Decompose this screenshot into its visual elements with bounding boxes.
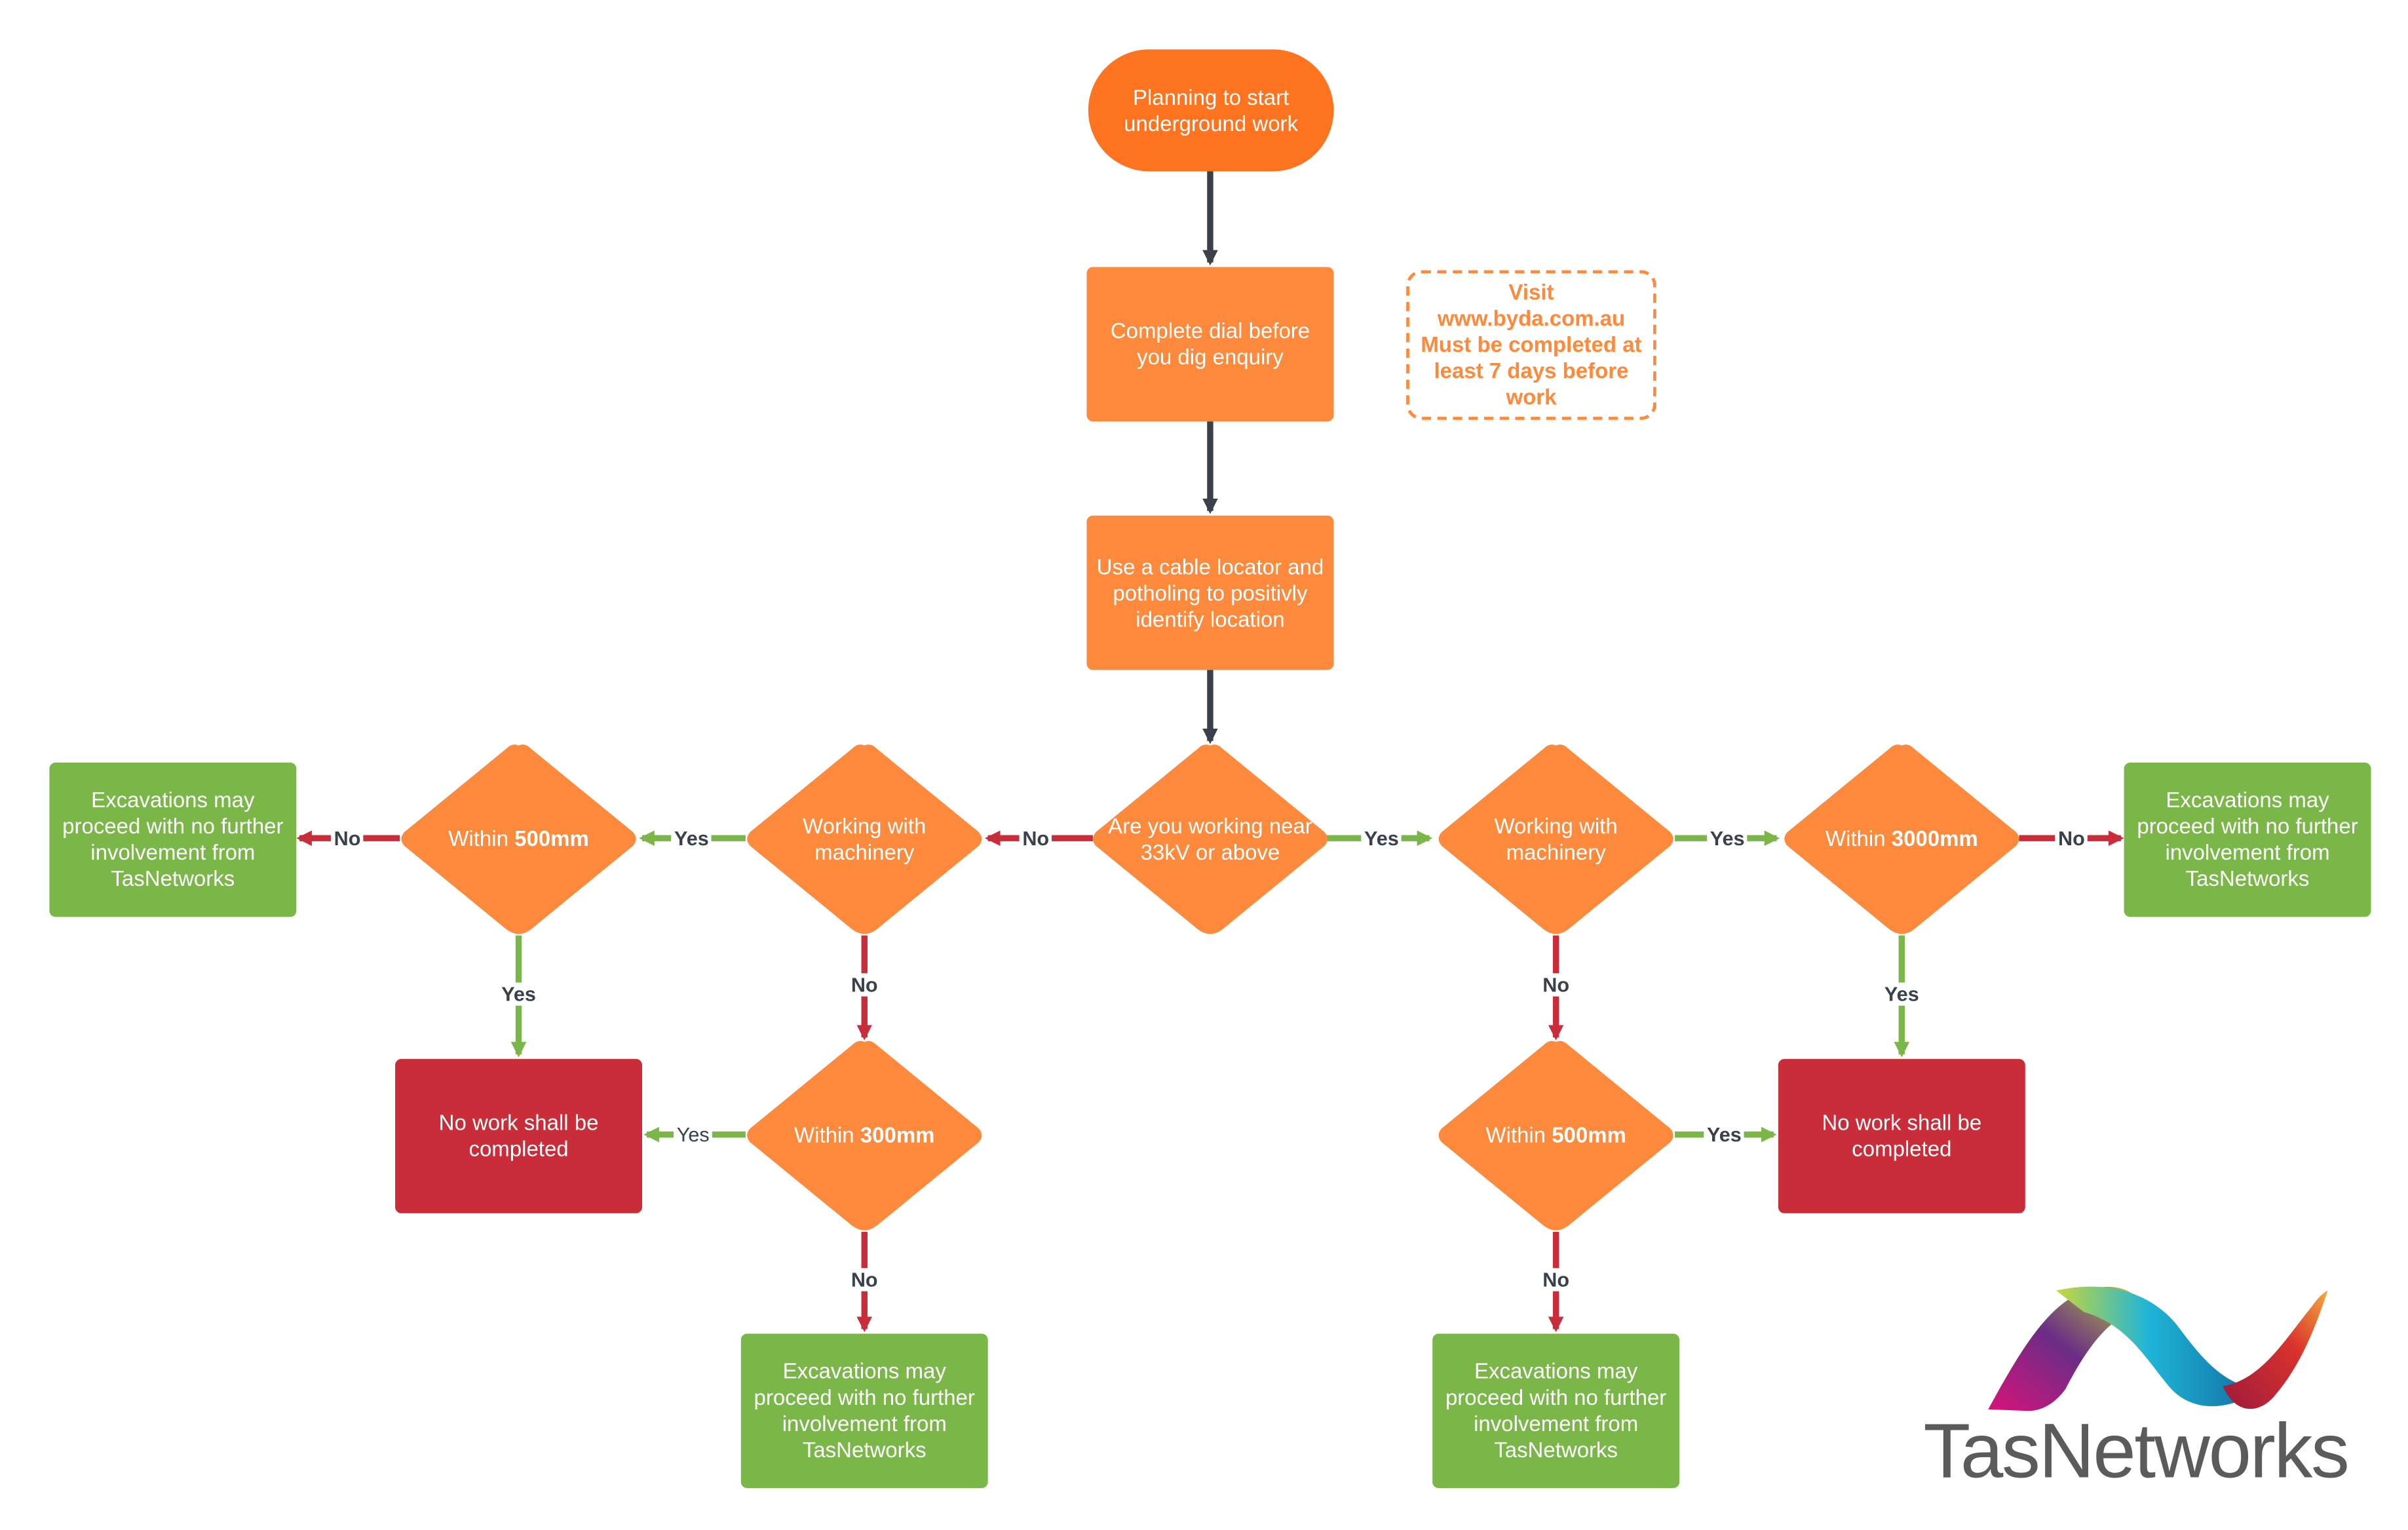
- outcome-no-work-left-text: No work shall be completed: [438, 1109, 599, 1161]
- decision-left-machinery: Working with machinery: [744, 742, 985, 935]
- right-within-3000-value: 3000mm: [1891, 826, 1978, 851]
- dbyd-step-text: Complete dial before you dig enquiry: [1110, 318, 1310, 370]
- label-33kv-yes: Yes: [1361, 826, 1402, 850]
- label-left-machinery-no: No: [848, 973, 881, 997]
- note-line-3: Must be completed at least 7 days before…: [1421, 332, 1642, 410]
- decision-33kv-text: Are you working near 33kV or above: [1108, 813, 1312, 864]
- outcome-excavate-right-bottom: Excavations may proceed with no further …: [1432, 1333, 1680, 1488]
- locate-step: Use a cable locator and potholing to pos…: [1086, 515, 1334, 670]
- left-within-300-value: 300mm: [860, 1122, 935, 1147]
- left-within-500-text: Within 500mm: [448, 826, 589, 852]
- left-within-300-prefix: Within: [793, 1122, 860, 1147]
- label-right-machinery-no: No: [1539, 973, 1573, 997]
- outcome-excavate-far-right: Excavations may proceed with no further …: [2124, 762, 2371, 917]
- left-machinery-text: Working with machinery: [803, 813, 927, 864]
- outcome-excavate-far-left-text: Excavations may proceed with no further …: [62, 787, 284, 891]
- start-terminal: Planning to start underground work: [1088, 49, 1334, 172]
- decision-right-within-3000: Within 3000mm: [1782, 742, 2023, 935]
- outcome-excavate-left-bottom-text: Excavations may proceed with no further …: [754, 1358, 975, 1462]
- left-within-500-value: 500mm: [514, 826, 589, 851]
- label-right-3000-no: No: [2055, 826, 2088, 850]
- label-right-500-no: No: [1539, 1268, 1573, 1291]
- label-right-machinery-yes: Yes: [1707, 826, 1748, 850]
- decision-33kv: Are you working near 33kV or above: [1090, 742, 1331, 935]
- tasnetworks-logo-mark: [1988, 1286, 2328, 1411]
- decision-left-within-300: Within 300mm: [744, 1039, 985, 1231]
- label-left-500-no: No: [330, 826, 364, 850]
- decision-left-within-500: Within 500mm: [398, 742, 640, 935]
- outcome-excavate-right-bottom-text: Excavations may proceed with no further …: [1445, 1358, 1667, 1462]
- note-line-2: www.byda.com.au: [1437, 305, 1626, 331]
- label-left-machinery-yes: Yes: [671, 826, 712, 850]
- label-left-300-yes: Yes: [674, 1122, 713, 1147]
- right-within-500-value: 500mm: [1552, 1122, 1626, 1147]
- right-within-3000-prefix: Within: [1825, 826, 1892, 851]
- dbyd-step: Complete dial before you dig enquiry: [1086, 267, 1334, 422]
- label-right-500-yes: Yes: [1704, 1122, 1745, 1147]
- left-within-300-text: Within 300mm: [794, 1122, 935, 1149]
- right-within-500-text: Within 500mm: [1485, 1122, 1626, 1149]
- outcome-excavate-far-right-text: Excavations may proceed with no further …: [2137, 787, 2358, 891]
- label-33kv-no: No: [1019, 826, 1052, 850]
- right-within-3000-text: Within 3000mm: [1825, 826, 1978, 852]
- decision-right-machinery: Working with machinery: [1436, 742, 1677, 935]
- byda-note: Visit www.byda.com.au Must be completed …: [1406, 270, 1656, 420]
- outcome-no-work-right: No work shall be completed: [1778, 1059, 2025, 1214]
- left-within-500-prefix: Within: [448, 826, 515, 851]
- outcome-excavate-left-bottom: Excavations may proceed with no further …: [740, 1333, 988, 1488]
- outcome-no-work-left: No work shall be completed: [395, 1059, 643, 1214]
- locate-step-text: Use a cable locator and potholing to pos…: [1096, 553, 1324, 631]
- tasnetworks-logo-text: TasNetworks: [1923, 1407, 2350, 1495]
- outcome-excavate-far-left: Excavations may proceed with no further …: [49, 762, 297, 917]
- start-text: Planning to start underground work: [1124, 84, 1299, 136]
- right-machinery-text: Working with machinery: [1494, 813, 1618, 864]
- decision-right-within-500: Within 500mm: [1436, 1039, 1677, 1231]
- label-left-500-yes: Yes: [498, 982, 539, 1006]
- outcome-no-work-right-text: No work shall be completed: [1822, 1109, 1982, 1161]
- label-right-3000-yes: Yes: [1881, 982, 1922, 1006]
- label-left-300-no: No: [848, 1268, 881, 1291]
- note-line-1: Visit: [1508, 279, 1554, 305]
- right-within-500-prefix: Within: [1485, 1122, 1552, 1147]
